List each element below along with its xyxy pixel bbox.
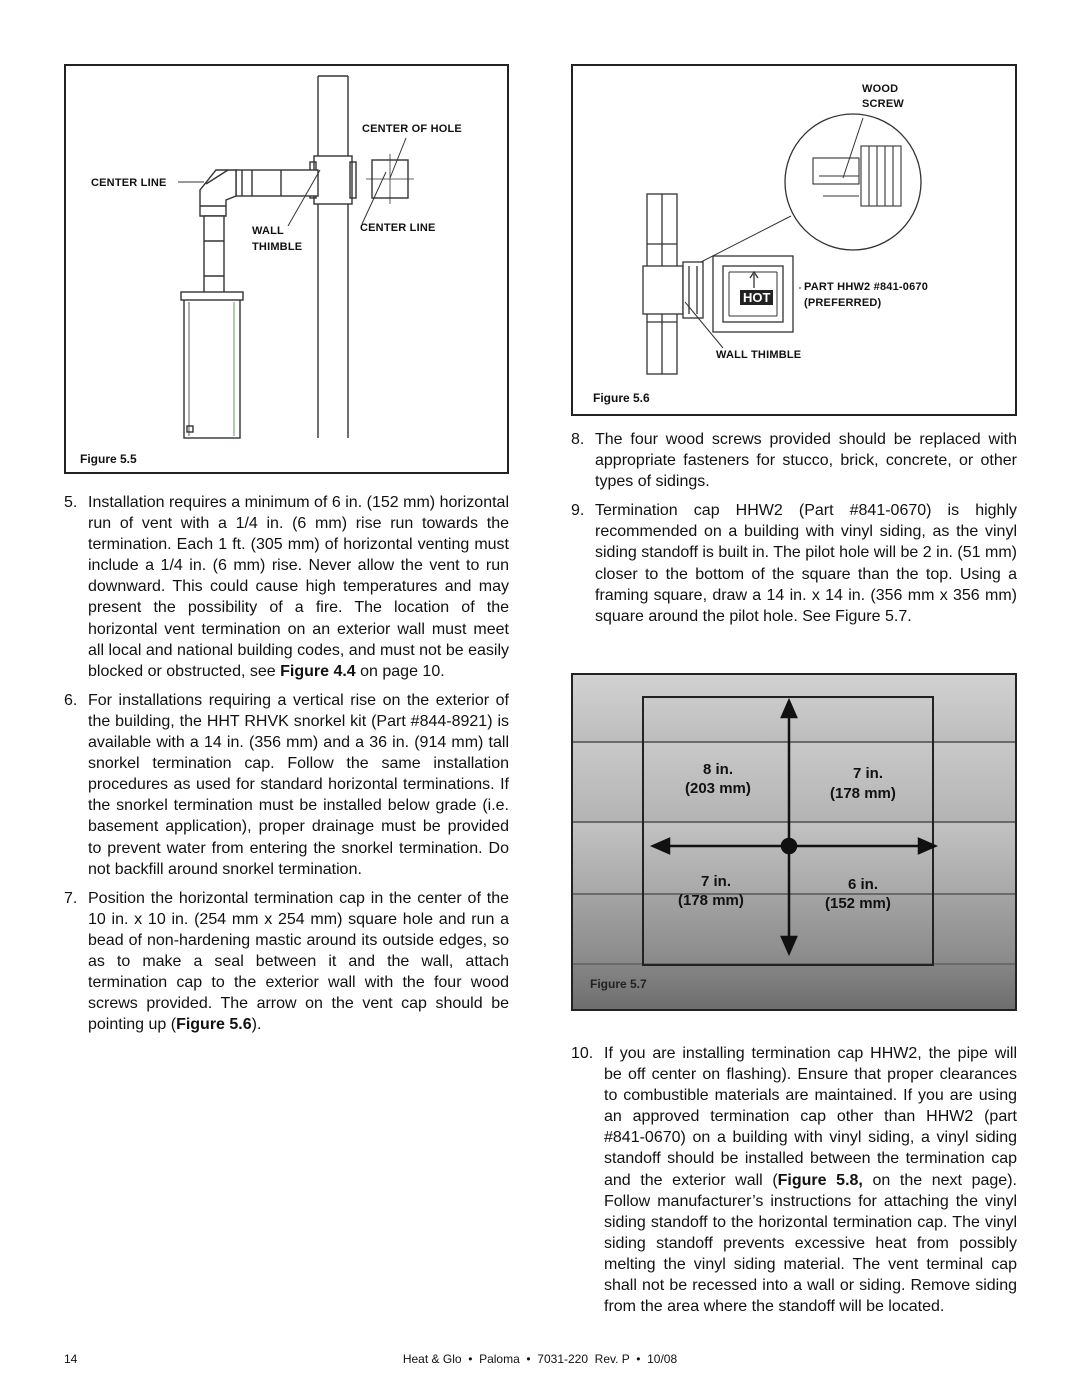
item-7: 7. Position the horizontal termination c… — [64, 888, 509, 1036]
item-6-text: For installations requiring a vertical r… — [88, 691, 509, 878]
figure-5-6-illustration — [642, 113, 922, 375]
figure-5-7-caption: Figure 5.7 — [590, 977, 647, 991]
item-5: 5. Installation requires a minimum of 6 … — [64, 492, 509, 682]
item-10: 10. If you are installing termination ca… — [571, 1043, 1017, 1317]
label-wall: WALL — [252, 225, 284, 237]
dim-top-left-in: 8 in. — [703, 761, 734, 778]
item-10-number: 10. — [571, 1045, 594, 1062]
label-thimble: THIMBLE — [252, 241, 303, 253]
item-9: 9. Termination cap HHW2 (Part #841-0670)… — [571, 500, 1017, 627]
item-10-figure-ref: Figure 5.8, — [777, 1171, 863, 1189]
label-center-line-left: CENTER LINE — [91, 177, 167, 189]
figure-5-6-caption: Figure 5.6 — [593, 391, 650, 405]
label-preferred: (PREFERRED) — [804, 297, 882, 309]
label-wall-thimble: WALL THIMBLE — [716, 349, 802, 361]
right-column-top: 8. The four wood screws provided should … — [571, 429, 1017, 635]
item-10-text-end: on the next page). Follow manufacturer’s… — [604, 1171, 1017, 1316]
figure-5-7-markup — [642, 696, 939, 966]
right-column-bottom: 10. If you are installing termination ca… — [571, 1043, 1017, 1325]
item-8-text: The four wood screws provided should be … — [595, 431, 1017, 491]
dim-top-left-mm: (203 mm) — [685, 780, 751, 797]
item-10-text: If you are installing termination cap HH… — [604, 1045, 1017, 1189]
left-column: 5. Installation requires a minimum of 6 … — [64, 492, 509, 1043]
page-number: 14 — [64, 1352, 78, 1366]
figure-5-5-illustration — [178, 75, 414, 439]
item-9-text: Termination cap HHW2 (Part #841-0670) is… — [595, 502, 1017, 625]
siding-row-2 — [573, 743, 1015, 821]
item-7-number: 7. — [64, 889, 78, 907]
item-7-text: Position the horizontal termination cap … — [88, 889, 509, 1034]
siding-row-4 — [573, 895, 1015, 963]
dim-bottom-left-mm: (178 mm) — [678, 892, 744, 909]
dim-bottom-left-in: 7 in. — [701, 873, 732, 890]
dim-top-right-mm: (178 mm) — [830, 785, 896, 802]
figure-5-7: 8 in. (203 mm) 7 in. (178 mm) 7 in. (178… — [571, 673, 1017, 1011]
label-screw: SCREW — [862, 98, 904, 110]
item-6: 6. For installations requiring a vertica… — [64, 690, 509, 880]
siding-row-3 — [573, 823, 1015, 893]
dim-top-right-in: 7 in. — [853, 765, 884, 782]
siding-row-1 — [573, 675, 1015, 741]
item-5-text: Installation requires a minimum of 6 in.… — [88, 494, 509, 680]
hot-label: HOT — [740, 290, 774, 305]
item-5-number: 5. — [64, 494, 78, 511]
label-part-hhw2: PART HHW2 #841-0670 — [804, 281, 929, 293]
item-8-number: 8. — [571, 431, 585, 448]
label-wood: WOOD — [862, 83, 899, 95]
label-center-of-hole: CENTER OF HOLE — [362, 123, 462, 135]
label-center-line-right: CENTER LINE — [360, 222, 436, 234]
item-9-number: 9. — [571, 502, 585, 520]
figure-5-5: CENTER OF HOLE CENTER LINE WALL THIMBLE … — [64, 64, 509, 474]
item-5-figure-ref: Figure 4.4 — [280, 662, 356, 680]
item-6-number: 6. — [64, 691, 78, 709]
figure-5-6: HOT WOOD SCREW PART HHW2 #841-0670 (PREF… — [571, 64, 1017, 416]
item-7-text-end: ). — [251, 1016, 262, 1034]
dim-bottom-right-in: 6 in. — [848, 876, 879, 893]
item-8: 8. The four wood screws provided should … — [571, 429, 1017, 492]
siding-row-5 — [573, 965, 1015, 1009]
dim-bottom-right-mm: (152 mm) — [825, 895, 891, 912]
footer-center: Heat & Glo • Paloma • 7031-220 Rev. P • … — [402, 1352, 678, 1366]
item-5-text-end: on page 10. — [355, 662, 445, 680]
figure-5-5-caption: Figure 5.5 — [80, 452, 137, 466]
item-7-figure-ref: Figure 5.6 — [176, 1016, 252, 1034]
